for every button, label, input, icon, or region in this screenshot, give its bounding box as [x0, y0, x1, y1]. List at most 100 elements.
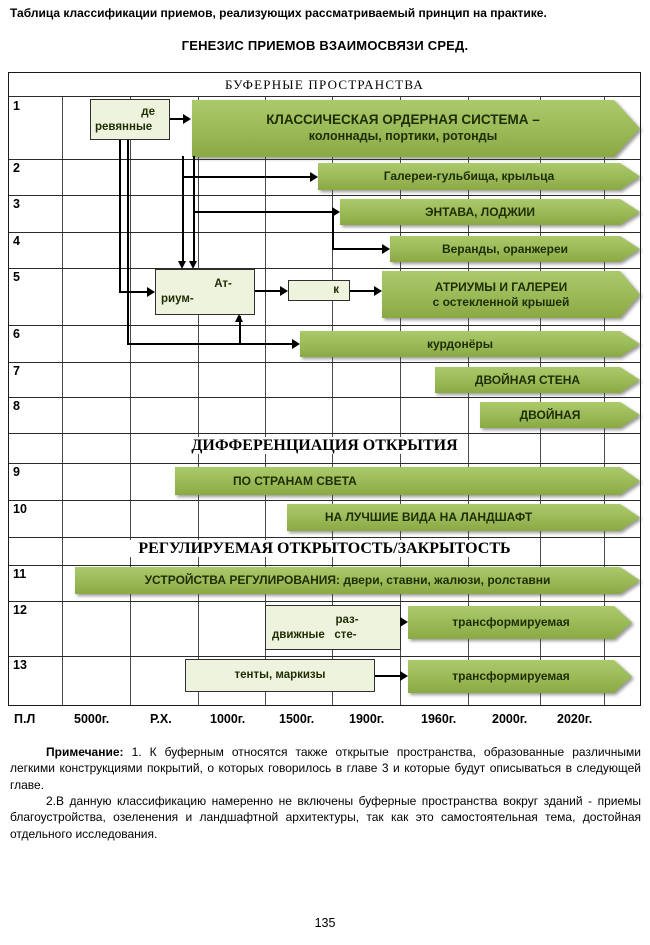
arrowhead-right-icon: [310, 172, 318, 182]
connector-line: [182, 176, 311, 178]
row-number: 6: [13, 327, 20, 341]
diagram-header: БУФЕРНЫЕ ПРОСТРАНСТВА: [225, 77, 424, 92]
section-header-text: ДИФФЕРЕНЦИАЦИЯ ОТКРЫТИЯ: [181, 437, 468, 454]
arrow-label: ПО СТРАНАМ СВЕТА: [233, 473, 357, 488]
grid-line-vertical: [400, 97, 401, 706]
section-header-differentiation: ДИФФЕРЕНЦИАЦИЯ ОТКРЫТИЯ: [8, 437, 641, 455]
arrowhead-right-icon: [400, 617, 408, 627]
arrowhead-down-icon: [178, 261, 186, 269]
row-number: 12: [13, 603, 27, 617]
row-number: 7: [13, 364, 20, 378]
flow-arrow-transformable-2: трансформируемая: [408, 660, 632, 693]
arrow-label: ДВОЙНАЯ СТЕНА: [474, 372, 581, 387]
row-number: 5: [13, 270, 20, 284]
flow-arrow-double: ДВОЙНАЯ: [480, 402, 640, 428]
box-label: движные сте-: [272, 628, 357, 641]
box-sliding-walls: раз- движные сте-: [265, 605, 401, 650]
connector-line: [350, 290, 375, 292]
grid-line-vertical: [265, 97, 266, 706]
arrowhead-right-icon: [147, 287, 155, 297]
arrow-label: АТРИУМЫ И ГАЛЕРЕИ: [434, 279, 568, 294]
row-separator-line: [8, 159, 641, 160]
section-header-regulated: РЕГУЛИРУЕМАЯ ОТКРЫТОСТЬ/ЗАКРЫТОСТЬ: [8, 540, 641, 558]
flow-arrow-verandas: Веранды, оранжереи: [390, 236, 640, 262]
note-label: Примечание:: [46, 745, 124, 759]
arrowhead-right-icon: [292, 339, 300, 349]
timeline-label: 1960г.: [421, 712, 457, 726]
arrow-label: ДВОЙНАЯ: [519, 407, 581, 422]
box-label: Ат-: [214, 278, 232, 291]
note-paragraph: Примечание: 1. К буферным относятся такж…: [10, 744, 641, 793]
arrow-label: курдонёры: [427, 336, 493, 351]
note-text: 1. К буферным относятся также открытые п…: [10, 745, 641, 792]
arrow-label: Галереи-гульбища, крыльца: [383, 169, 555, 183]
arrowhead-up-icon: [235, 314, 243, 322]
grid-line-vertical: [540, 97, 541, 706]
timeline-label: 1500г.: [279, 712, 315, 726]
connector-line: [193, 211, 333, 213]
connector-line: [332, 248, 383, 250]
row-number: 1: [13, 99, 20, 113]
connector-line: [182, 156, 184, 263]
row-separator-line: [8, 500, 641, 501]
flow-arrow-regulating-devices: УСТРОЙСТВА РЕГУЛИРОВАНИЯ: двери, ставни,…: [75, 567, 640, 594]
box-label: де: [141, 105, 155, 118]
flow-arrow-loggias: ЭНТАВА, ЛОДЖИИ: [340, 199, 640, 225]
grid-line-vertical: [62, 97, 63, 706]
connector-line: [119, 291, 148, 293]
row-separator-line: [8, 656, 641, 657]
box-atrium: Ат- риум-: [155, 269, 255, 315]
row-separator-line: [8, 268, 641, 269]
box-label: риум-: [161, 293, 194, 305]
row-separator-line: [8, 601, 641, 602]
arrowhead-right-icon: [374, 286, 382, 296]
section-header-text: РЕГУЛИРУЕМАЯ ОТКРЫТОСТЬ/ЗАКРЫТОСТЬ: [128, 540, 521, 557]
grid-line-vertical: [468, 97, 469, 706]
box-k: к: [288, 280, 350, 301]
grid-line-vertical: [198, 97, 199, 706]
arrowhead-down-icon: [189, 261, 197, 269]
row-separator-line: [8, 463, 641, 464]
connector-line: [375, 675, 401, 677]
flow-arrow-classical-order: КЛАССИЧЕСКАЯ ОРДЕРНАЯ СИСТЕМА – колоннад…: [192, 100, 640, 157]
note-text: 2.В данную классификацию намеренно не вк…: [10, 793, 641, 841]
row-number: 9: [13, 465, 20, 479]
arrow-label: УСТРОЙСТВА РЕГУЛИРОВАНИЯ: двери, ставни,…: [144, 573, 551, 587]
box-label: ревянные: [95, 120, 153, 133]
connector-line: [332, 211, 334, 250]
page-title: ГЕНЕЗИС ПРИЕМОВ ВЗАИМОСВЯЗИ СРЕД.: [181, 38, 469, 53]
timeline-label: 1000г.: [210, 712, 246, 726]
timeline-label: 1900г.: [349, 712, 385, 726]
connector-line: [255, 290, 281, 292]
grid-line-vertical: [332, 97, 333, 706]
connector-line: [193, 156, 195, 263]
arrow-label: трансформируемая: [452, 669, 570, 683]
row-separator-line: [8, 232, 641, 233]
row-separator-line: [8, 325, 641, 326]
flow-arrow-transformable-1: трансформируемая: [408, 606, 632, 639]
arrowhead-right-icon: [183, 114, 191, 124]
row-separator-line: [8, 195, 641, 196]
row-number: 11: [13, 567, 27, 581]
arrowhead-right-icon: [382, 244, 390, 254]
row-separator-line: [8, 96, 641, 97]
arrowhead-right-icon: [280, 286, 288, 296]
timeline-label: Р.Х.: [150, 712, 172, 726]
arrow-sublabel: колоннады, портики, ротонды: [308, 129, 498, 144]
arrow-label: Веранды, оранжереи: [441, 241, 569, 256]
page-number: 135: [314, 916, 336, 930]
box-label: к: [333, 284, 339, 297]
flow-arrow-atriums: АТРИУМЫ И ГАЛЕРЕИ с остекленной крышей: [382, 271, 640, 318]
note-paragraph: 2.В данную классификацию намеренно не вк…: [10, 793, 641, 842]
connector-line: [127, 343, 293, 345]
flow-arrow-galleries: Галереи-гульбища, крыльца: [318, 163, 640, 190]
box-wooden: де ревянные: [90, 99, 170, 140]
timeline-label: 2020г.: [557, 712, 593, 726]
box-tents-awnings: тенты, маркизы: [185, 659, 375, 692]
arrow-sublabel: с остекленной крышей: [432, 294, 570, 309]
row-separator-line: [8, 362, 641, 363]
arrow-label: трансформируемая: [452, 615, 570, 629]
row-number: 8: [13, 399, 20, 413]
timeline-label: 2000г.: [492, 712, 528, 726]
